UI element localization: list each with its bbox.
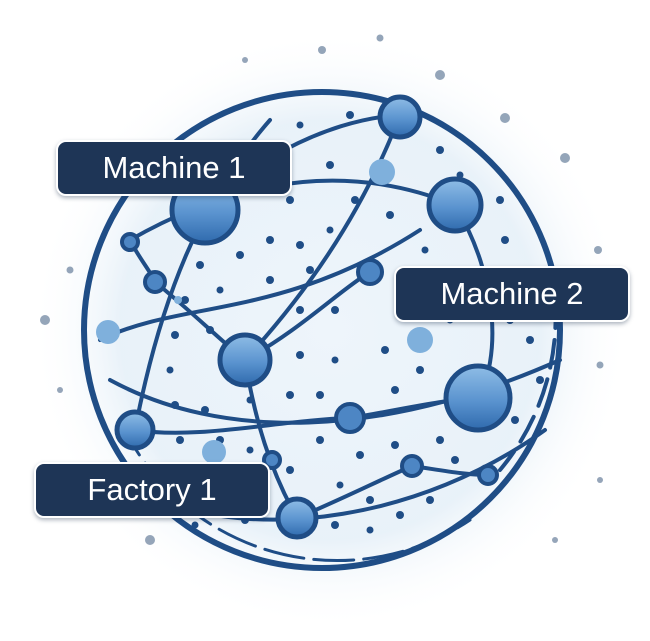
light-dots — [96, 159, 433, 464]
ring-nodes — [120, 232, 499, 486]
label-factory-1: Factory 1 — [34, 462, 270, 518]
outer-dots — [40, 34, 604, 545]
node-machine-2 — [426, 176, 484, 234]
node-top — [377, 94, 423, 140]
node-factory-1 — [275, 496, 319, 540]
node-center — [217, 332, 273, 388]
label-machine-2: Machine 2 — [394, 266, 630, 322]
node-right-large — [443, 363, 513, 433]
node-factory-left — [114, 409, 156, 451]
hub-nodes — [114, 94, 513, 540]
label-machine-1: Machine 1 — [56, 140, 292, 196]
